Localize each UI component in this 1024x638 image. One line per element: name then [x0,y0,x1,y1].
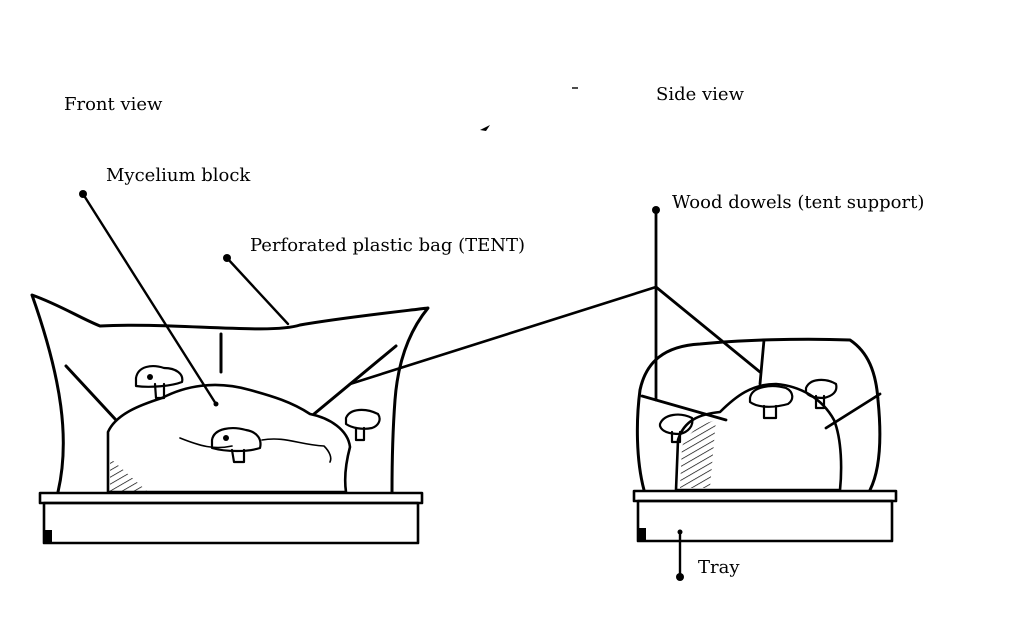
side-mushroom-right [804,378,838,410]
wood-dowels-label: Wood dowels (tent support) [672,192,925,213]
side-dowel-left [640,394,728,422]
front-tent-bag [30,293,430,494]
leader-dowels-front [348,285,658,386]
side-dowel-center [758,338,766,386]
front-tray-body [42,501,420,545]
front-tray-shade [45,530,52,542]
front-block-shading [110,458,148,492]
side-tray-shade [639,528,646,540]
leader-tent [225,256,290,326]
side-mushroom-left [658,413,694,444]
front-dowel-left [64,364,118,422]
side-tray-body [636,499,894,543]
front-mushroom-center [210,427,262,464]
leader-mycelium [81,192,218,406]
front-dowel-right [312,344,398,416]
front-view-drawing [30,190,430,545]
mycelium-block-label: Mycelium block [106,165,251,186]
front-mushroom-left [134,365,184,400]
side-tent-bag [635,337,882,492]
side-mycelium-block [674,382,843,492]
side-view-drawing [632,206,898,581]
front-mushroom-right [344,408,381,442]
tray-label: Tray [698,557,740,578]
front-block-fold [179,437,332,463]
side-dowel-diagonal [654,285,762,374]
front-tray-rim [38,491,424,505]
stray-mark [480,125,490,131]
side-tray-rim [632,489,898,503]
side-view-title: Side view [656,84,744,105]
front-mycelium-block [106,383,352,494]
side-mushroom-center [748,385,794,420]
tent-label: Perforated plastic bag (TENT) [250,235,526,256]
side-block-shading [680,420,716,488]
front-view-title: Front view [64,94,163,115]
